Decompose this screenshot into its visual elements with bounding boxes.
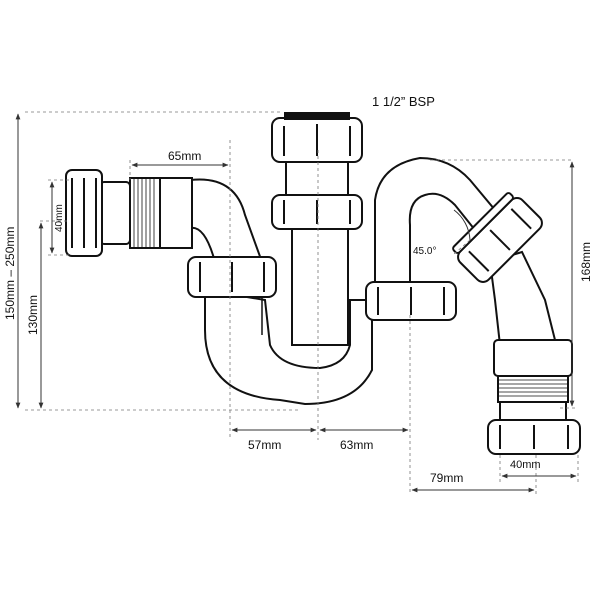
inlet-thread [129, 177, 161, 249]
angled-nut [452, 192, 543, 283]
right-outlet [487, 339, 581, 455]
dim-79-label: 79mm [430, 471, 463, 485]
dim-130-label: 130mm [26, 295, 40, 335]
middle-nut [365, 281, 457, 321]
inlet-collar [99, 181, 131, 245]
elbow-nut [187, 256, 277, 298]
left-inlet [65, 169, 193, 257]
dim-150-250-label: 150mm – 250mm [3, 227, 17, 320]
dim-40-left-label: 40mm [54, 204, 65, 232]
riser-nut [271, 194, 363, 230]
guide-lines [25, 111, 579, 495]
dim-57-label: 57mm [248, 438, 281, 452]
dim-40-bottom-label: 40mm [510, 459, 541, 471]
inlet-body [159, 177, 193, 249]
u-bend [204, 288, 373, 406]
dim-63-label: 63mm [340, 438, 373, 452]
left-elbow [189, 178, 264, 263]
bsp-nut [271, 112, 363, 163]
bsp-label: 1 1/2” BSP [372, 94, 435, 109]
dim-65-label: 65mm [168, 149, 201, 163]
angle-arc [453, 209, 471, 241]
inlet-thread-lines [133, 178, 155, 248]
outlet-collar [493, 339, 573, 377]
dim-168-label: 168mm [579, 242, 593, 282]
bsp-washer [284, 112, 350, 120]
angle-label: 45.0° [413, 246, 436, 257]
riser-lower [291, 224, 349, 346]
dimension-lines [15, 113, 577, 493]
